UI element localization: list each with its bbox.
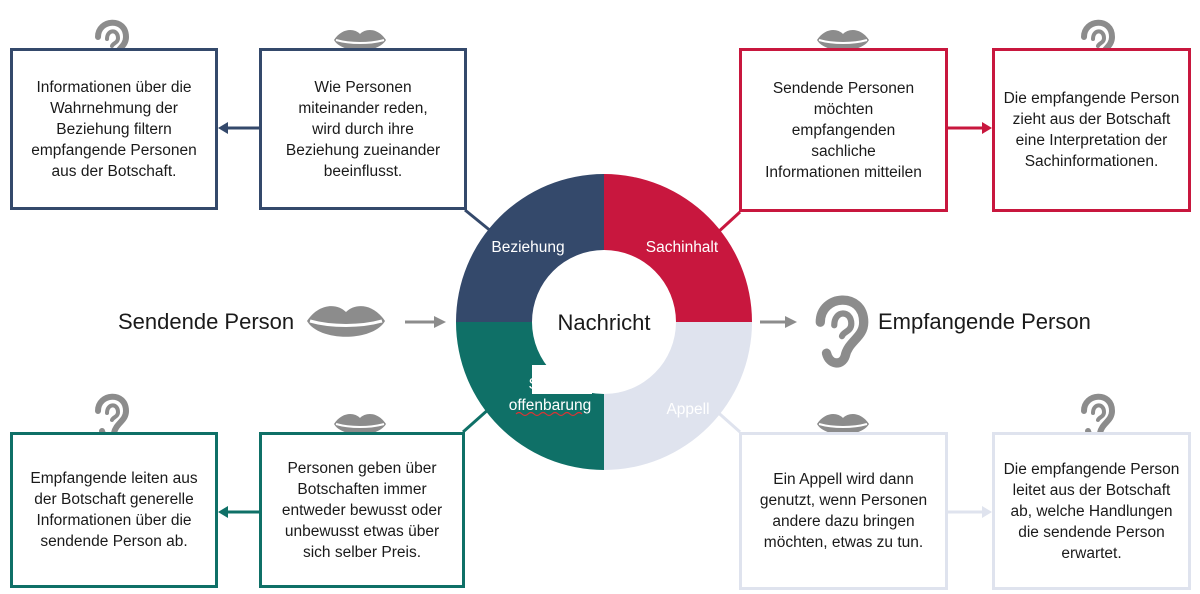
label-sachinhalt: Sachinhalt — [646, 239, 719, 256]
quadrant-appell — [604, 322, 752, 470]
lips-icon-large — [307, 306, 385, 337]
beziehung-sender-text: Wie Personen miteinander reden, wird dur… — [285, 78, 441, 180]
sender-label: Sendende Person — [118, 309, 295, 334]
arrow-selbst — [218, 506, 259, 518]
appell-sender-text: Ein Appell wird dann genutzt, wenn Perso… — [759, 471, 928, 551]
arrow-sachinhalt — [948, 122, 992, 134]
selbst-sender-box: Personen geben über Botschaften immer en… — [259, 432, 465, 588]
selbst-connector — [462, 406, 491, 434]
selbst-sender-text: Personen geben über Botschaften immer en… — [281, 459, 443, 561]
sachinhalt-receiver-box: Die empfangende Person zieht aus der Bot… — [992, 48, 1191, 212]
appell-sender-box: Ein Appell wird dann genutzt, wenn Perso… — [739, 432, 948, 590]
beziehung-connector — [464, 208, 493, 234]
selbst-receiver-box: Empfangende leiten aus der Botschaft gen… — [10, 432, 218, 588]
sachinhalt-sender-text: Sendende Personen möchten empfangenden s… — [765, 79, 922, 181]
receiver-label: Empfangende Person — [878, 309, 1091, 334]
selbst-receiver-text: Empfangende leiten aus der Botschaft gen… — [30, 470, 198, 550]
appell-receiver-text: Die empfangende Person leitet aus der Bo… — [1003, 460, 1180, 562]
lips-icon — [817, 30, 869, 51]
beziehung-receiver-box: Informationen über die Wahrnehmung der B… — [10, 48, 218, 210]
sachinhalt-receiver-text: Die empfangende Person zieht aus der Bot… — [1003, 90, 1180, 170]
ear-icon-large — [815, 295, 869, 368]
beziehung-sender-box: Wie Personen miteinander reden, wird dur… — [259, 48, 467, 210]
quadrant-beziehung — [456, 174, 604, 322]
sachinhalt-sender-box: Sendende Personen möchten empfangenden s… — [739, 48, 948, 212]
beziehung-receiver-text: Informationen über die Wahrnehmung der B… — [31, 78, 197, 180]
lips-icon — [334, 414, 386, 435]
spellcheck-underline — [515, 411, 583, 417]
arrow-appell — [948, 506, 992, 518]
label-selbst-line2: offenbarung — [509, 397, 591, 414]
center-label: Nachricht — [558, 310, 651, 335]
quadrant-sachinhalt — [604, 174, 752, 322]
appell-receiver-box: Die empfangende Person leitet aus der Bo… — [992, 432, 1191, 590]
arrow-sender-to-message — [405, 316, 446, 328]
quadrant-selbstoffenbarung — [456, 322, 604, 470]
label-beziehung: Beziehung — [491, 239, 564, 256]
label-selbst-line1: Selbst — [528, 376, 572, 393]
lips-icon — [817, 414, 869, 435]
arrow-beziehung — [218, 122, 259, 134]
label-appell: Appell — [666, 401, 709, 418]
lips-icon — [334, 30, 386, 51]
arrow-message-to-receiver — [760, 316, 797, 328]
